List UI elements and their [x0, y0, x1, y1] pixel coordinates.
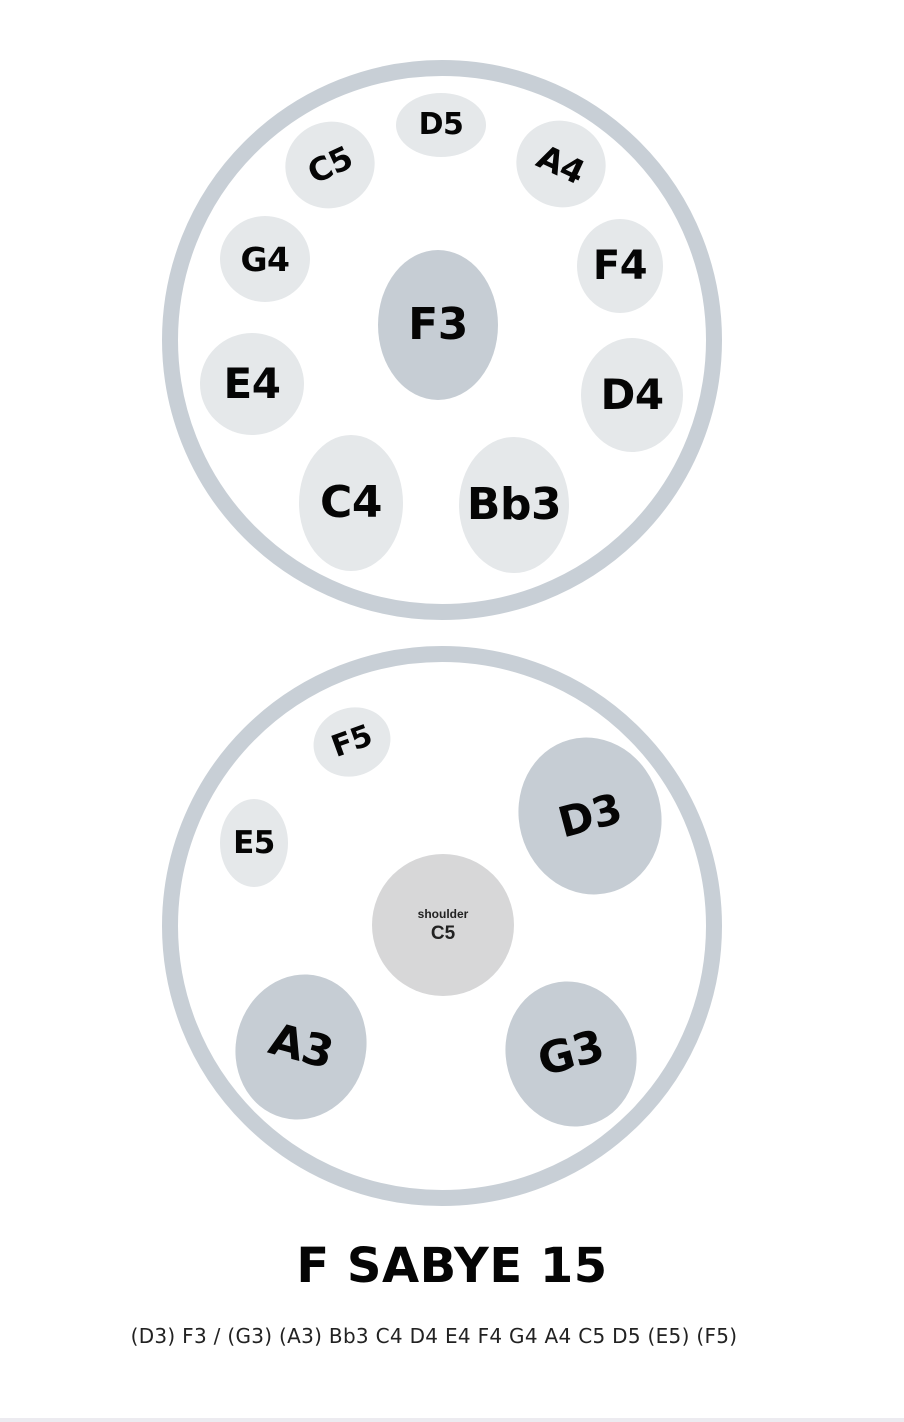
note-ding-f3[interactable]: F3 — [378, 250, 498, 400]
notes-sequence: (D3) F3 / (G3) (A3) Bb3 C4 D4 E4 F4 G4 A… — [130, 1324, 738, 1348]
shoulder-label: shoulder — [417, 906, 469, 921]
note-d5[interactable]: D5 — [396, 93, 486, 157]
shoulder-c5[interactable]: shoulder C5 — [372, 854, 514, 996]
note-g4[interactable]: G4 — [220, 216, 310, 302]
scale-title: F SABYE 15 — [296, 1238, 608, 1294]
note-e4[interactable]: E4 — [200, 333, 304, 435]
note-f4[interactable]: F4 — [577, 219, 663, 313]
note-d4[interactable]: D4 — [581, 338, 683, 452]
shoulder-note-label: C5 — [430, 922, 456, 944]
note-e5[interactable]: E5 — [220, 799, 288, 887]
page-bottom-edge — [0, 1418, 904, 1422]
note-bb3[interactable]: Bb3 — [459, 437, 569, 573]
note-c4[interactable]: C4 — [299, 435, 403, 571]
